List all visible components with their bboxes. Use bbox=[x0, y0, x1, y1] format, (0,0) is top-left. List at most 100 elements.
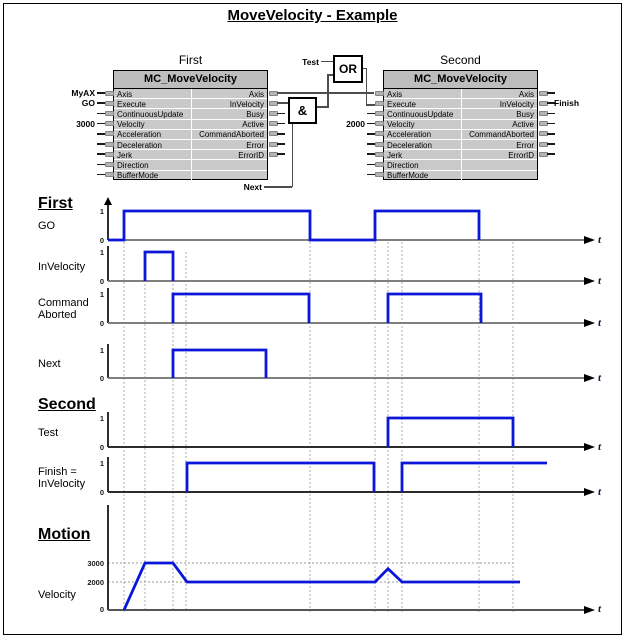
time-axis-baseline bbox=[108, 446, 585, 448]
fb-input-pin bbox=[375, 131, 384, 137]
tick-zero-invelocity: 0 bbox=[99, 276, 104, 286]
fb-input-value: 2000 bbox=[346, 118, 365, 129]
fb-output-label: Error bbox=[246, 140, 264, 150]
fb-input-label: Velocity bbox=[117, 120, 145, 130]
fb-input-stub bbox=[97, 163, 105, 166]
time-axis-arrowhead bbox=[584, 443, 595, 451]
fb-input-stub bbox=[97, 102, 105, 104]
wire-and-to-or bbox=[327, 74, 334, 76]
fb-input-stub bbox=[97, 143, 105, 145]
wire-next-horizontal bbox=[264, 186, 292, 188]
time-axis-label: t bbox=[598, 234, 602, 246]
fb-input-label: Execute bbox=[117, 99, 146, 109]
fb-output-label: ErrorID bbox=[508, 150, 534, 160]
fb-input-stub bbox=[367, 133, 375, 135]
finish-invelocity-signal-trace bbox=[185, 461, 547, 492]
section-header-second: Second bbox=[38, 396, 96, 413]
fb-type-name: MC_MoveVelocity bbox=[384, 71, 537, 89]
fb-input-value: GO bbox=[81, 98, 95, 109]
vtick-2000: 2000 bbox=[87, 578, 104, 587]
next-signal-label: Next bbox=[243, 182, 262, 192]
tick-zero-test: 0 bbox=[99, 442, 104, 452]
fb-input-pin bbox=[375, 90, 384, 96]
fb-input-label: Deceleration bbox=[117, 140, 162, 150]
signal-label-line: Finish = bbox=[38, 465, 77, 478]
fb-input-label: BufferMode bbox=[387, 171, 429, 181]
fb-output-label: Busy bbox=[516, 109, 534, 119]
and-gate: & bbox=[288, 97, 317, 124]
fb-input-stub bbox=[367, 173, 375, 176]
tick-one-command-aborted: 1 bbox=[99, 290, 104, 299]
wire-or-to-execute bbox=[365, 104, 375, 106]
fb-input-stub bbox=[367, 122, 375, 125]
fb-output-label: CommandAborted bbox=[199, 130, 264, 140]
fb-output-stub bbox=[547, 133, 555, 135]
fb-row: Acceleration CommandAborted bbox=[384, 130, 537, 140]
time-axis-baseline bbox=[108, 377, 585, 379]
vtick-3000: 3000 bbox=[87, 559, 104, 568]
fb-output-label: CommandAborted bbox=[469, 130, 534, 140]
time-axis-arrowhead bbox=[584, 277, 595, 285]
fb-input-pin bbox=[105, 161, 114, 167]
go-signal-trace bbox=[108, 209, 481, 242]
fb-input-label: Execute bbox=[387, 99, 416, 109]
fb-input-label: Deceleration bbox=[387, 140, 432, 150]
fb-input-pin bbox=[105, 131, 114, 137]
signal-label-test: Test bbox=[38, 427, 104, 439]
fb-type-name: MC_MoveVelocity bbox=[114, 71, 267, 89]
fb-input-pin bbox=[105, 110, 114, 116]
fb-input-label: ContinuousUpdate bbox=[387, 109, 454, 119]
time-axis-label: t bbox=[598, 317, 602, 329]
fb-input-pin bbox=[375, 141, 384, 147]
tick-one-finish-invelocity: 1 bbox=[99, 459, 104, 468]
fb-row: Execute InVelocity bbox=[384, 99, 537, 110]
fb-input-value: 3000 bbox=[76, 118, 95, 129]
page-border bbox=[3, 3, 622, 635]
fb-input-label: Jerk bbox=[117, 150, 133, 160]
fb-input-pin bbox=[375, 151, 384, 157]
value-axis-command-aborted bbox=[107, 288, 109, 323]
fb-row: ContinuousUpdate Busy bbox=[384, 109, 537, 120]
time-axis-label: t bbox=[598, 275, 602, 287]
fb-input-stub bbox=[367, 143, 375, 145]
wire-invelocity-to-and bbox=[277, 102, 289, 104]
section-header-first: First bbox=[38, 195, 73, 212]
fb-input-label: Acceleration bbox=[387, 130, 432, 140]
fb-input-stub bbox=[97, 92, 105, 94]
tick-zero-next: 0 bbox=[99, 373, 104, 383]
fb-output-stub bbox=[547, 102, 555, 104]
wire-and-out-v bbox=[327, 74, 329, 108]
time-axis-baseline bbox=[108, 609, 585, 611]
fb-input-label: Velocity bbox=[387, 120, 415, 130]
fb-row: BufferMode bbox=[114, 171, 267, 181]
wire-and-out-h bbox=[316, 106, 328, 108]
finish-signal-label: Finish bbox=[554, 98, 580, 109]
fb-input-stub bbox=[97, 153, 105, 155]
fb-input-stub bbox=[367, 153, 375, 155]
fb-output-label: InVelocity bbox=[499, 99, 534, 109]
fb-input-label: ContinuousUpdate bbox=[117, 109, 184, 119]
test-signal-trace bbox=[386, 416, 515, 447]
time-axis-arrowhead bbox=[584, 236, 595, 244]
signal-label-invelocity: InVelocity bbox=[38, 261, 104, 273]
wire-next-vertical bbox=[291, 122, 293, 187]
fb-input-label: BufferMode bbox=[117, 171, 159, 181]
fb-output-label: Active bbox=[242, 120, 264, 130]
fb-input-stub bbox=[97, 112, 105, 115]
wire-or-out-h1 bbox=[362, 67, 367, 70]
section-header-motion: Motion bbox=[38, 526, 91, 543]
fb-output-label: Axis bbox=[518, 89, 534, 99]
or-gate: OR bbox=[333, 55, 363, 83]
time-axis-baseline bbox=[108, 280, 585, 282]
signal-label-finish-invelocity: Finish =InVelocity bbox=[38, 466, 104, 490]
fb-input-pin bbox=[375, 110, 384, 116]
fb-row: Velocity Active bbox=[114, 120, 267, 130]
fb-input-stub bbox=[367, 163, 375, 166]
time-axis-label: t bbox=[598, 441, 602, 453]
